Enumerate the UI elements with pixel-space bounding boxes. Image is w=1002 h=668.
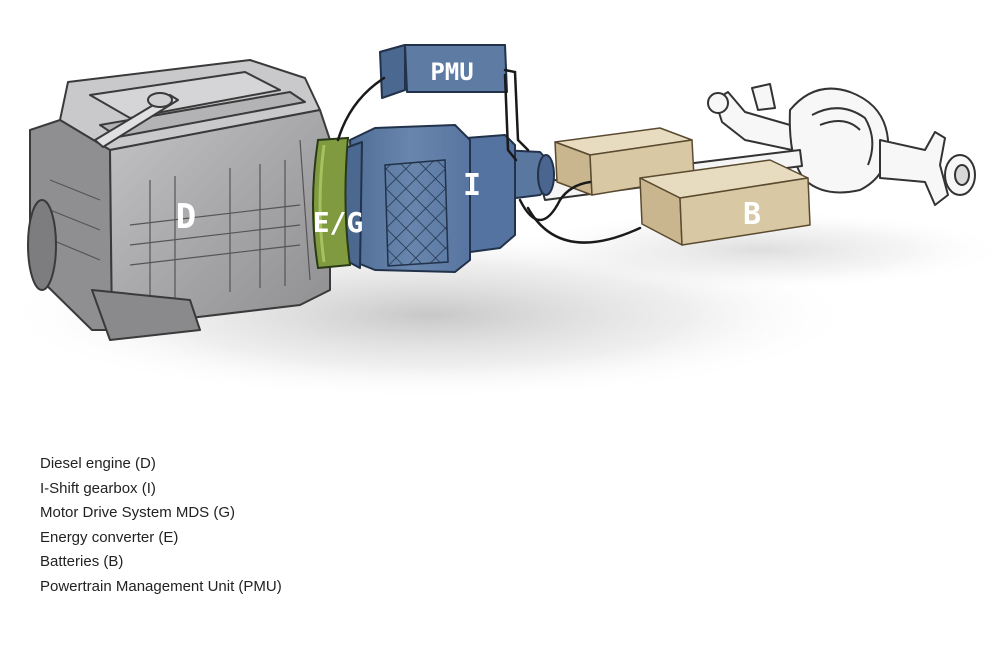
battery-front xyxy=(639,159,811,246)
legend-item-diesel-engine: Diesel engine (D) xyxy=(40,455,156,472)
legend-item-energy-converter: Energy converter (E) xyxy=(40,528,179,546)
pmu-label: PMU xyxy=(430,58,473,86)
pmu-box xyxy=(379,44,508,99)
legend-item-motor-drive-system: Motor Drive System MDS (G) xyxy=(40,504,236,521)
cables xyxy=(336,68,642,244)
diesel-engine xyxy=(27,59,331,341)
legend-item-gearbox: I-Shift gearbox (I) xyxy=(40,479,156,497)
gearbox-crosshatch-panel xyxy=(384,159,449,267)
legend-item-batteries: Batteries (B) xyxy=(40,553,124,570)
engine-label: D xyxy=(176,197,196,237)
legend-item-pmu: Powertrain Management Unit (PMU) xyxy=(40,577,282,595)
gearbox-label: I xyxy=(463,168,481,203)
legend: Diesel engine (D) I-Shift gearbox (I) Mo… xyxy=(40,452,282,599)
motor-label: E/G xyxy=(313,206,364,239)
motor-drive-ring xyxy=(312,136,352,270)
battery-label: B xyxy=(743,197,761,232)
